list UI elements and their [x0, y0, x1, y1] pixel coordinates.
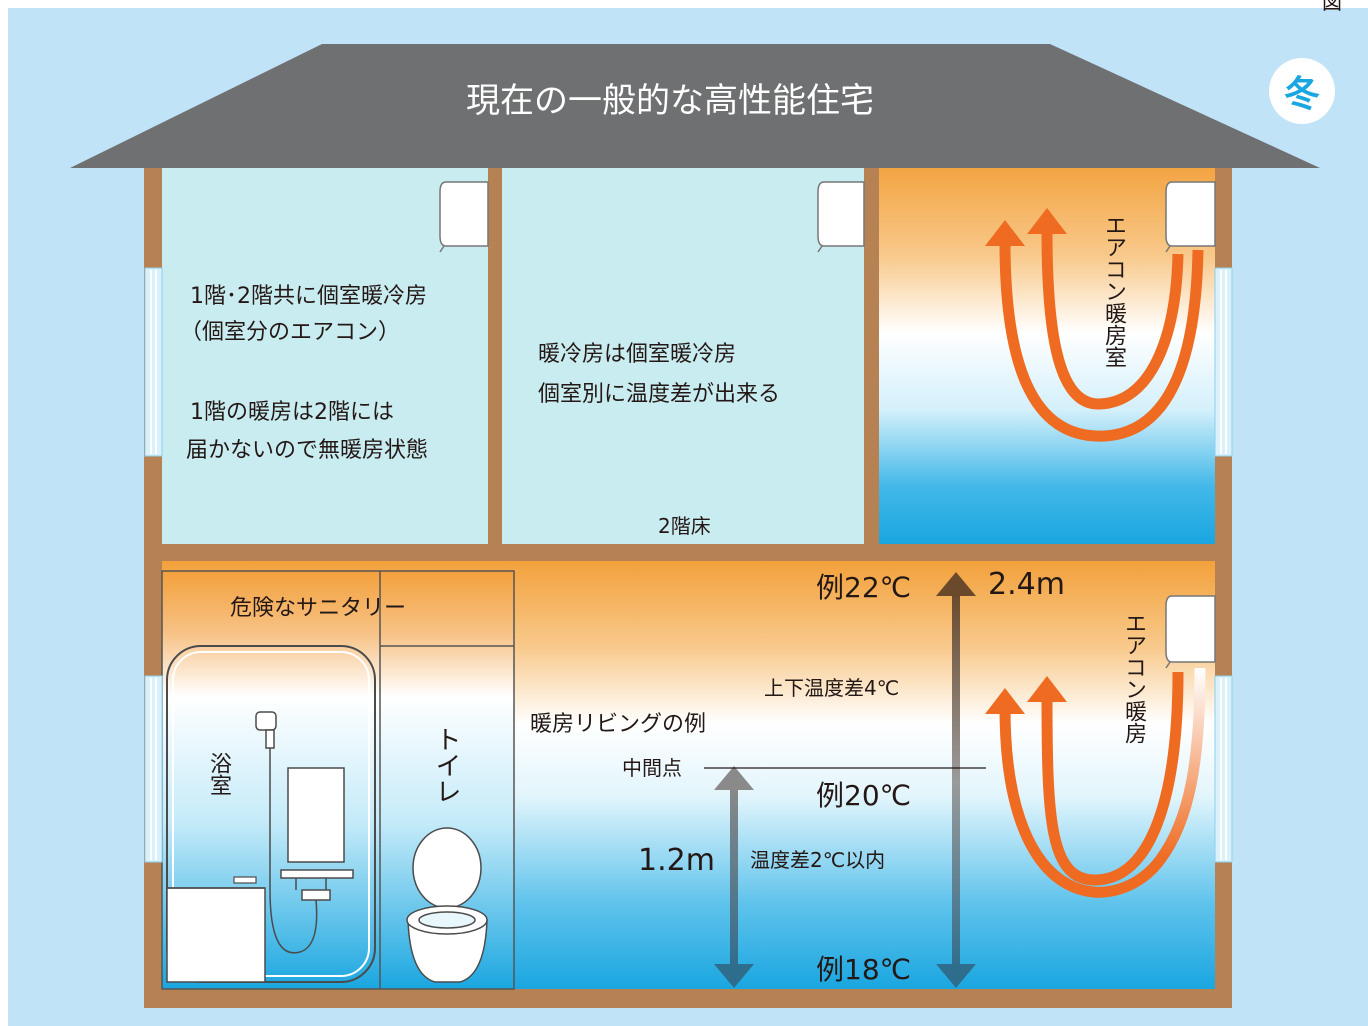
height-half: 1.2m [638, 843, 715, 878]
temp-bottom: 例18℃ [816, 953, 912, 986]
air-conditioner-icon [1165, 595, 1216, 669]
bathroom-unit [166, 645, 376, 983]
upper-middle-note-2: 個室別に温度差が出来る [538, 382, 781, 407]
temp-diff-half: 温度差2℃以内 [750, 848, 886, 872]
air-conditioner-icon [439, 181, 489, 253]
warm-airflow-arrows-lower [999, 667, 1206, 898]
upper-middle-room [502, 160, 864, 544]
shower-icon [255, 711, 354, 954]
temp-diff-full: 上下温度差4℃ [764, 676, 900, 700]
midpoint-label: 中間点 [622, 756, 682, 780]
upper-left-note-1: 1階･2階共に個室暖冷房 [190, 284, 427, 309]
living-label: 暖房リビングの例 [530, 712, 707, 737]
height-arrow-2-4m [936, 572, 976, 988]
sanitary-heading: 危険なサニタリー [230, 596, 407, 621]
upper-left-room [162, 160, 488, 544]
season-badge: 冬 [1269, 58, 1335, 124]
upper-left-note-4: 届かないので無暖房状態 [186, 438, 429, 463]
upper-left-note-2: （個室分のエアコン） [180, 320, 401, 345]
lower-aircon-label: エアコン暖房 [1121, 612, 1146, 744]
window [144, 267, 1233, 863]
warm-airflow-arrowheads-lower [985, 676, 1067, 714]
temp-top: 例22℃ [816, 571, 912, 604]
air-conditioner-icon [1165, 181, 1216, 253]
temp-mid: 例20℃ [816, 779, 912, 812]
upper-middle-note-1: 暖冷房は個室暖冷房 [538, 342, 737, 367]
upper-left-note-3: 1階の暖房は2階には [190, 400, 394, 425]
warm-airflow-arrowheads-upper [985, 208, 1067, 246]
air-conditioner-icon [817, 181, 865, 253]
upper-aircon-room-label: エアコン暖房室 [1101, 214, 1126, 368]
bathroom-label: 浴室 [206, 752, 231, 796]
figure-ref: 図 [1322, 0, 1342, 14]
warm-airflow-arrows-upper [999, 231, 1204, 442]
toilet-icon [406, 827, 488, 983]
height-full: 2.4m [988, 567, 1065, 602]
window-glass-lines [150, 270, 1227, 860]
roof [70, 44, 1320, 168]
second-floor-label: 2階床 [658, 514, 711, 538]
height-arrow-1-2m [714, 766, 754, 988]
bathtub-icon [166, 876, 266, 983]
house-title: 現在の一般的な高性能住宅 [466, 81, 874, 121]
toilet-label: トイレ [431, 726, 461, 804]
